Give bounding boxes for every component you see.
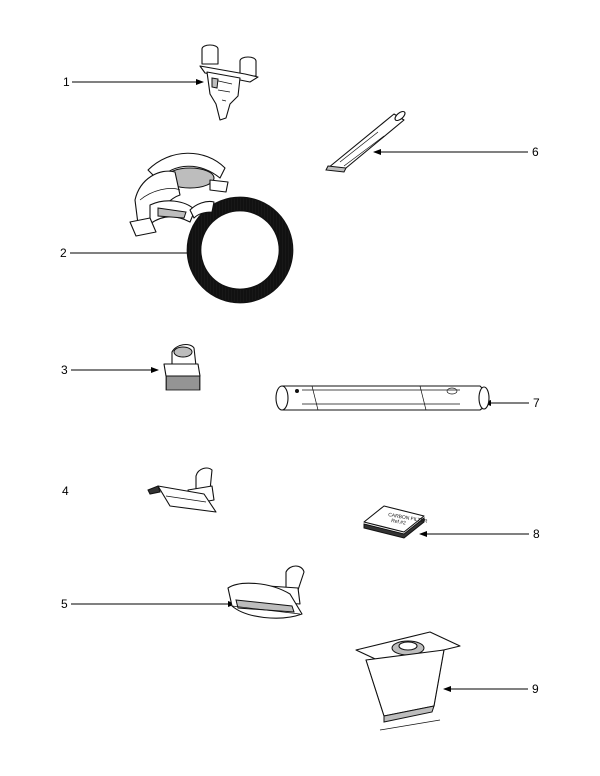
callout-8: 8 bbox=[419, 527, 540, 541]
callout-2: 2 bbox=[60, 246, 199, 260]
callout-number-6: 6 bbox=[532, 145, 539, 159]
callout-number-3: 3 bbox=[61, 363, 68, 377]
callout-4: 4 bbox=[62, 484, 69, 498]
callout-7: 7 bbox=[483, 396, 540, 410]
callout-3: 3 bbox=[61, 363, 159, 377]
filter-pack-label-line-2: Ref.#2 bbox=[391, 518, 407, 527]
callout-number-2: 2 bbox=[60, 246, 67, 260]
part-filter-pack: CARBON FILTER Ref.#2 bbox=[363, 505, 428, 539]
callout-number-1: 1 bbox=[63, 75, 70, 89]
part-extension-wand bbox=[275, 385, 490, 411]
part-crevice-tool bbox=[325, 110, 406, 173]
part-dusting-brush bbox=[163, 343, 201, 391]
callout-1: 1 bbox=[63, 75, 204, 89]
callout-number-5: 5 bbox=[61, 597, 68, 611]
callout-number-8: 8 bbox=[533, 527, 540, 541]
callout-9: 9 bbox=[443, 682, 539, 696]
part-floor-nozzle bbox=[227, 565, 305, 619]
callout-number-9: 9 bbox=[532, 682, 539, 696]
callout-5: 5 bbox=[61, 597, 236, 611]
part-tool-holder bbox=[199, 44, 259, 121]
callout-number-4: 4 bbox=[62, 484, 69, 498]
part-upholstery-tool bbox=[147, 467, 217, 513]
part-dust-bag bbox=[355, 631, 461, 731]
part-hose bbox=[129, 152, 294, 304]
callout-6: 6 bbox=[373, 145, 539, 159]
callout-number-7: 7 bbox=[533, 396, 540, 410]
